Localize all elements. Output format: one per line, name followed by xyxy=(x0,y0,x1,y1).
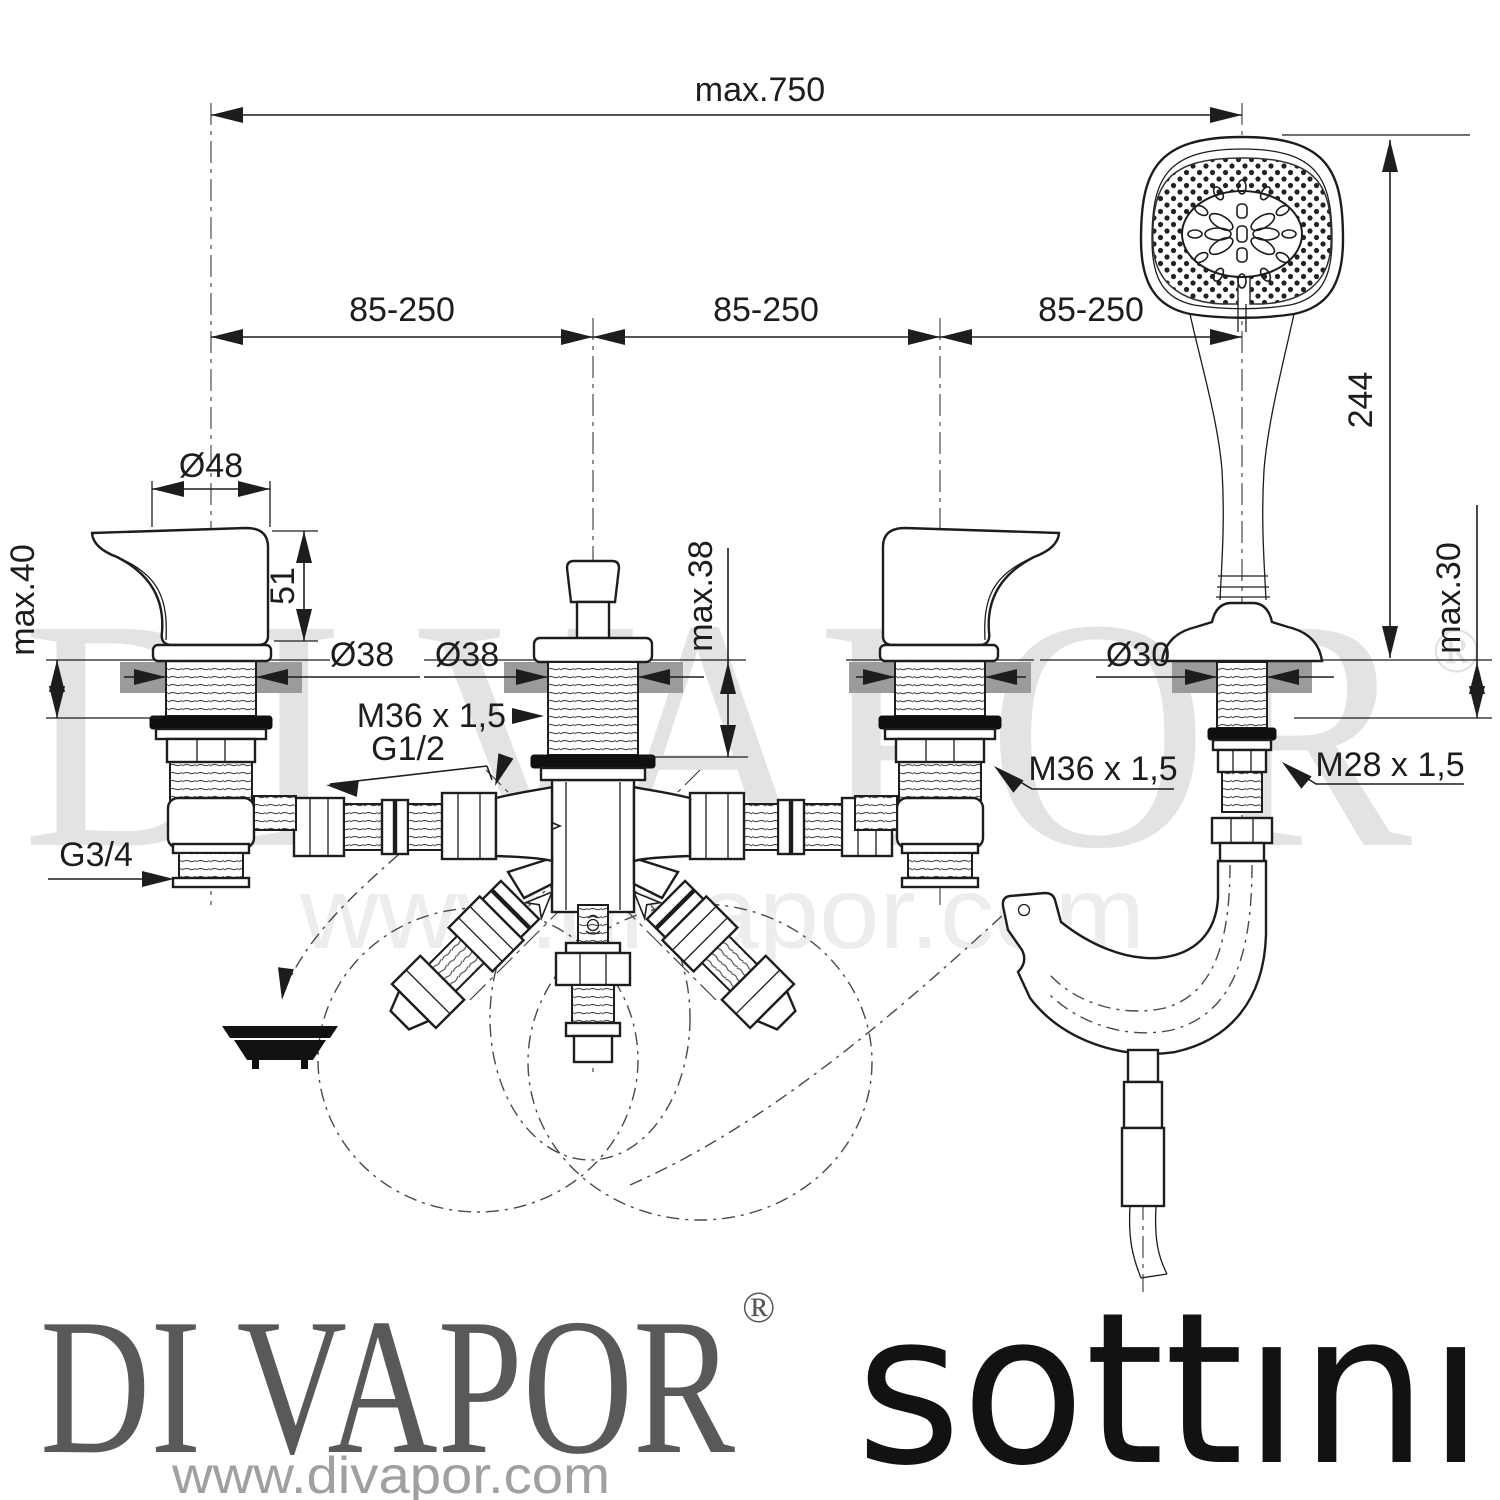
dim-o38-left: Ø38 xyxy=(330,636,394,674)
dim-spacing-left: 85-250 xyxy=(349,291,455,329)
divapor-registered: ® xyxy=(742,1283,775,1332)
center-manifold xyxy=(376,778,810,1064)
dim-max30: max.30 xyxy=(1430,542,1468,654)
dim-m36-center: M36 x 1,5 xyxy=(357,697,506,735)
drain-leader-arrow xyxy=(274,967,294,1001)
sottini-logo: sottını xyxy=(856,1267,1484,1500)
dim-g12: G1/2 xyxy=(371,730,445,768)
dim-max40: max.40 xyxy=(4,544,42,656)
dim-o30: Ø30 xyxy=(1106,636,1170,674)
divapor-url: www.divapor.com xyxy=(171,1447,610,1500)
hose-guide xyxy=(1001,859,1268,1055)
dim-max750: max.750 xyxy=(695,71,825,109)
dim-244: 244 xyxy=(1342,372,1380,429)
dim-spacing-center: 85-250 xyxy=(713,291,819,329)
shower-handset xyxy=(1139,135,1345,863)
dimension-graphics xyxy=(46,107,1492,887)
dim-o38-center: Ø38 xyxy=(435,636,499,674)
dimension-labels: max.750 85-250 85-250 85-250 Ø48 51 max.… xyxy=(4,71,1468,874)
popup-knob-unit xyxy=(530,559,656,782)
flow-symbol-icon xyxy=(585,914,601,935)
dim-m36-right: M36 x 1,5 xyxy=(1028,750,1177,788)
dim-g34: G3/4 xyxy=(59,836,133,874)
divapor-logo: DI VAPOR xyxy=(40,1279,735,1495)
dim-51: 51 xyxy=(264,567,302,605)
bathtub-icon xyxy=(222,1026,338,1069)
dim-m28: M28 x 1,5 xyxy=(1315,746,1464,784)
shower-hose xyxy=(1120,1048,1168,1279)
dim-spacing-right: 85-250 xyxy=(1038,291,1144,329)
watermark-registered: ® xyxy=(1432,615,1481,686)
spray-jets xyxy=(1187,179,1297,289)
footer: DI VAPOR ® www.divapor.com sottını xyxy=(40,1267,1484,1500)
dim-max38: max.38 xyxy=(682,540,720,652)
dim-o48: Ø48 xyxy=(179,447,243,485)
